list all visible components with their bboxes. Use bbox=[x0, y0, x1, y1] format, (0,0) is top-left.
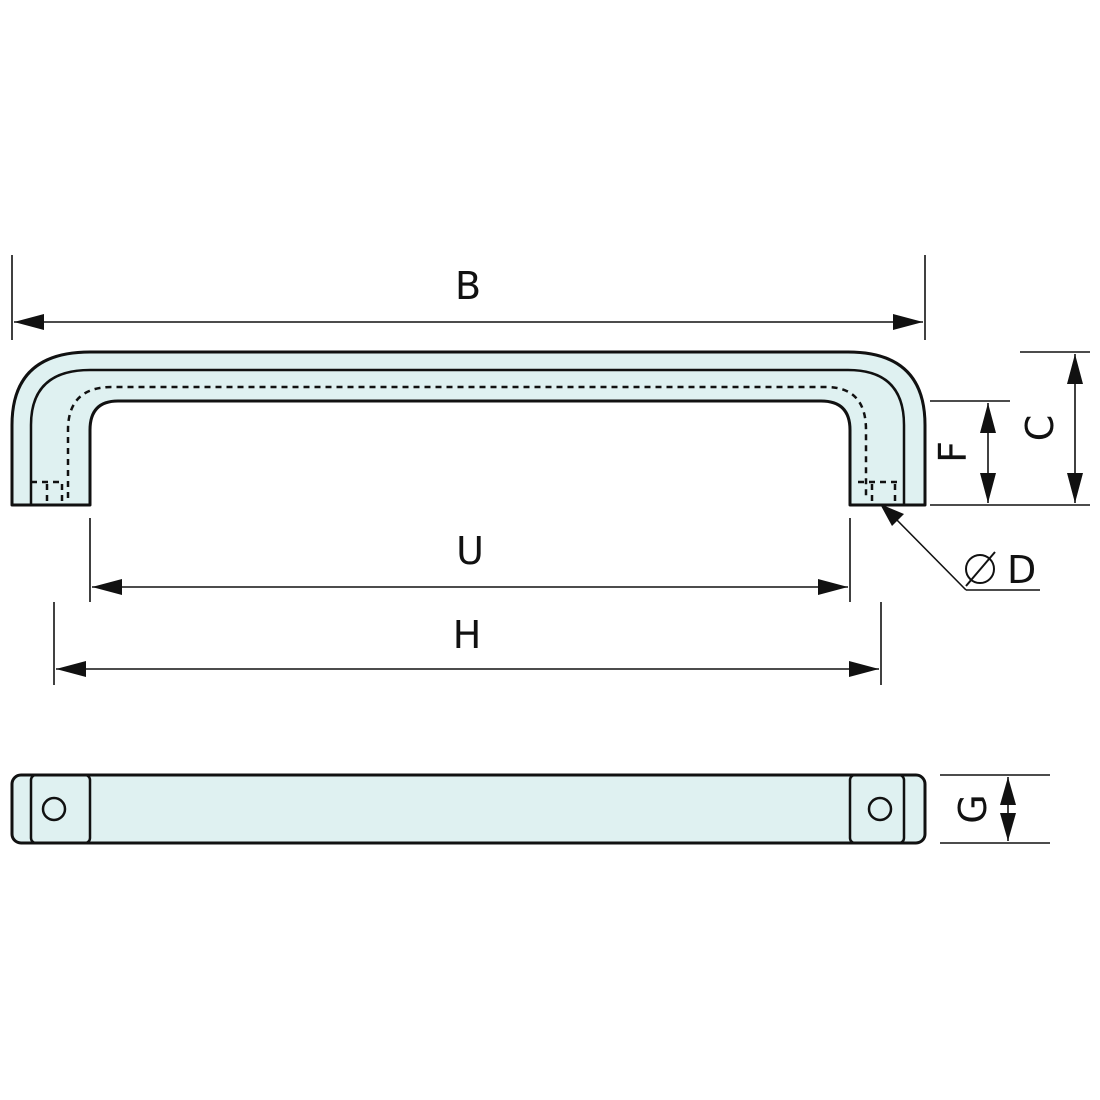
u-arrow-left bbox=[92, 579, 122, 595]
b-arrow-right bbox=[893, 314, 923, 330]
label-c: C bbox=[1018, 415, 1062, 442]
label-b: B bbox=[455, 264, 481, 308]
h-arrow-left bbox=[56, 661, 86, 677]
d-leader-diagonal bbox=[891, 514, 967, 591]
f-arrow-bottom bbox=[980, 473, 996, 503]
g-arrow-bottom bbox=[1000, 813, 1016, 841]
hidden-hole-line bbox=[66, 385, 868, 498]
hidden-thread-right bbox=[858, 480, 898, 503]
u-arrow-right bbox=[818, 579, 848, 595]
dimension-g: G bbox=[940, 774, 1050, 844]
right-mount-pad bbox=[848, 773, 906, 845]
c-arrow-top bbox=[1067, 354, 1083, 384]
handle-body-front bbox=[10, 350, 927, 507]
right-mount-hole bbox=[867, 796, 893, 822]
d-leader-arrow bbox=[880, 504, 904, 526]
label-d: D bbox=[1007, 548, 1036, 592]
label-g: G bbox=[951, 794, 995, 823]
inner-edge-line bbox=[29, 368, 906, 505]
dimension-h: H bbox=[53, 602, 882, 685]
left-mount-pad bbox=[29, 773, 92, 845]
g-arrow-top bbox=[1000, 777, 1016, 805]
b-arrow-left bbox=[14, 314, 44, 330]
top-view bbox=[10, 773, 927, 845]
c-arrow-bottom bbox=[1067, 473, 1083, 503]
left-mount-hole bbox=[41, 796, 67, 822]
f-arrow-top bbox=[980, 403, 996, 433]
dimension-u: U bbox=[89, 518, 851, 602]
diameter-symbol-icon bbox=[965, 551, 996, 587]
dimension-b: B bbox=[11, 255, 926, 340]
h-arrow-right bbox=[849, 661, 879, 677]
dimension-d: D bbox=[880, 504, 1040, 592]
label-u: U bbox=[456, 529, 484, 573]
hidden-thread-left bbox=[31, 480, 64, 503]
label-h: H bbox=[453, 613, 482, 657]
front-view bbox=[10, 350, 927, 507]
handle-body-top bbox=[10, 773, 927, 845]
label-f: F bbox=[931, 441, 975, 463]
dimension-c: C bbox=[930, 351, 1090, 506]
dimension-f: F bbox=[930, 400, 1010, 503]
